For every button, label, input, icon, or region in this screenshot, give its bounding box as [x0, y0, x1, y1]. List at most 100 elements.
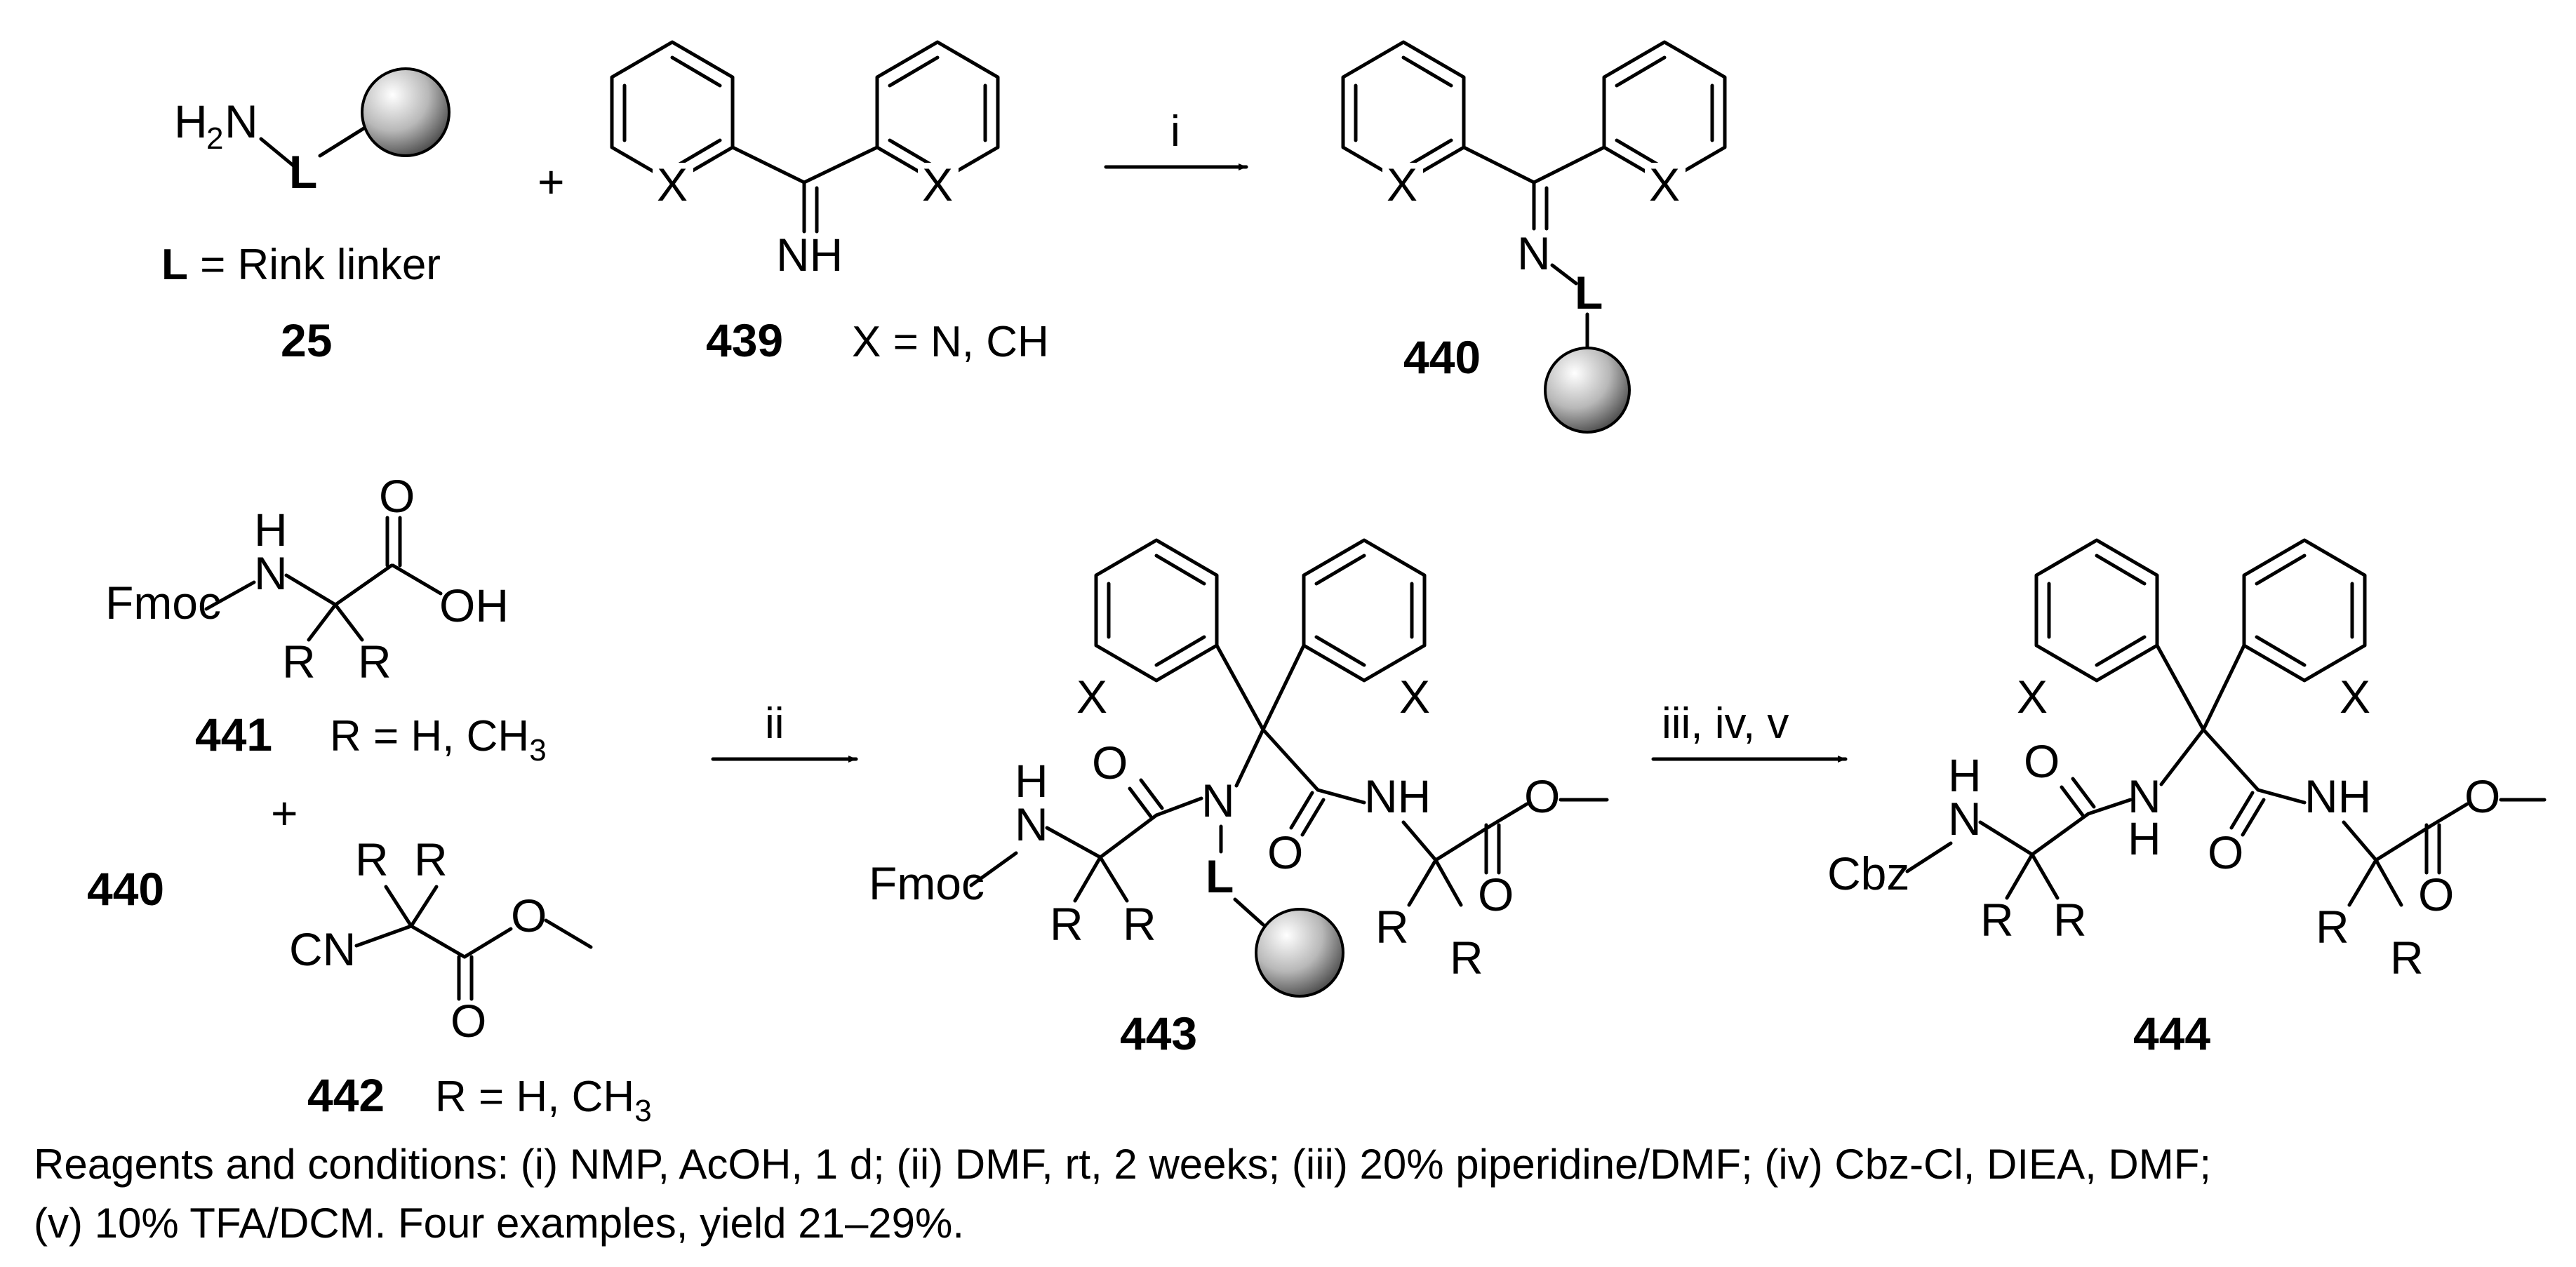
- aryl-ring-right-double-bonds: [1615, 55, 1714, 170]
- resin-bead-icon: [361, 67, 451, 157]
- alpha-substituent-bonds: [2005, 852, 2060, 900]
- resin-bead-icon: [1544, 347, 1631, 434]
- substituent-R: R: [1123, 898, 1156, 950]
- bond-n-linker: [1550, 263, 1578, 286]
- alpha2-substituent-bonds: [1407, 858, 1463, 907]
- quaternary-carbon-bonds: [2155, 643, 2246, 732]
- substituent-legend-442: R = H, CH3: [435, 1073, 652, 1128]
- substituent-R: R: [2053, 894, 2087, 946]
- imine-double-bond: [1532, 180, 1549, 231]
- bond-n-alpha: [1978, 820, 2034, 857]
- imine-double-bond: [802, 180, 819, 234]
- carbonyl-double-bond: [2060, 777, 2096, 817]
- diaryl-bonds: [1462, 145, 1606, 185]
- carbonyl2-O: O: [2208, 826, 2243, 878]
- compound-439: X X NH 439 X = N, CH: [610, 40, 1049, 366]
- aryl-ring-left-double-bonds: [622, 55, 722, 170]
- bond-nh-alpha: [2342, 820, 2378, 862]
- fmoc-label: Fmoc: [869, 857, 985, 909]
- bond-carbonyl2-nh: [1316, 788, 1366, 805]
- compound-444: X X Cbz H N R R O N H O NH R R O O 444: [1827, 538, 2547, 1059]
- ester-carbonyl-double-bond: [457, 955, 474, 1001]
- bond-linker-bead: [1233, 897, 1265, 927]
- amide-h: H: [1015, 755, 1048, 807]
- carbonyl-double-bond: [385, 516, 402, 568]
- bond-alpha2-ester: [1434, 823, 1494, 862]
- resin-bead-icon: [1255, 908, 1344, 998]
- substituent-legend-441: R = H, CH3: [330, 712, 547, 767]
- bond-n-linker: [259, 137, 295, 168]
- carbonyl2-double-bond: [2229, 791, 2266, 837]
- compound-number-25: 25: [281, 314, 332, 366]
- carbonyl-O: O: [1092, 737, 1128, 789]
- bond-cbz-n: [1905, 841, 1953, 873]
- compound-number-440-reagent: 440: [87, 863, 164, 915]
- ring-right-heteroatom-mask: [918, 163, 959, 206]
- aryl-ring-right-double-bonds: [1314, 554, 1414, 667]
- compound-440: X X N L 440: [1341, 40, 1727, 434]
- ring-left-heteroatom-mask: [1072, 675, 1113, 718]
- ring-left-X: X: [657, 159, 688, 210]
- substituent-R: R: [355, 833, 389, 885]
- diaryl-bonds: [730, 145, 879, 185]
- substituent-R: R: [414, 833, 448, 885]
- compound-number-440: 440: [1403, 331, 1481, 383]
- ring-left-X: X: [2017, 671, 2048, 723]
- amine-subscript: 2: [206, 121, 223, 156]
- bond-n-alpha: [284, 573, 338, 607]
- hydroxyl-OH: OH: [439, 579, 509, 631]
- ring-right-heteroatom-mask: [1395, 675, 1436, 718]
- linker-legend: L = Rink linker: [161, 241, 441, 289]
- ring-left-heteroatom-mask: [2013, 675, 2053, 718]
- compound-number-441: 441: [195, 709, 272, 760]
- substituent-legend-439: X = N, CH: [852, 318, 1049, 366]
- bond-fmoc-n: [969, 851, 1018, 887]
- amide-n2: N: [2128, 770, 2161, 822]
- bond-carbonyl-ester-o: [2430, 802, 2469, 827]
- amine-n: N: [254, 547, 288, 599]
- compound-441: Fmoc H N O OH R R 441 R = H, CH3: [105, 470, 547, 767]
- ester-carbonyl-double-bond: [1484, 823, 1501, 875]
- bond-carbonyl-ester-o: [1490, 802, 1529, 827]
- aryl-ring-right: [2242, 538, 2367, 683]
- aryl-ring-left-double-bonds: [1107, 554, 1206, 667]
- ester-carbonyl-O: O: [451, 995, 486, 1047]
- amide-n: N: [1015, 798, 1048, 850]
- bond-alpha-carbonyl: [409, 924, 467, 959]
- ring-left-X: X: [1076, 671, 1107, 723]
- ester-O: O: [1524, 770, 1560, 822]
- tertiary-amide-N: N: [1201, 775, 1235, 826]
- compound-443: X X Fmoc H N R R O N L O NH R R O O: [869, 538, 1609, 1059]
- bond-carbonyl-ester-o: [462, 927, 513, 959]
- imine-N: N: [1517, 227, 1551, 279]
- substituent-R: R: [358, 636, 392, 688]
- carbonyl-O: O: [379, 470, 415, 522]
- compound-number-439: 439: [706, 314, 783, 366]
- aryl-ring-left-double-bonds: [1354, 55, 1453, 170]
- compound-number-443: 443: [1120, 1007, 1197, 1059]
- plus-sign-2: +: [271, 787, 298, 839]
- amide-n: N: [1948, 793, 1982, 845]
- amide-h2: H: [2128, 812, 2161, 864]
- carbonyl2-double-bond: [1289, 791, 1326, 837]
- compound-number-444: 444: [2133, 1007, 2210, 1059]
- bond-alpha2-ester: [2374, 823, 2434, 862]
- ring-right-heteroatom-mask: [1645, 163, 1686, 206]
- arrow-label-ii: ii: [765, 699, 785, 748]
- alpha-substituent-bonds: [1073, 855, 1129, 903]
- bond-nh-alpha: [1401, 820, 1438, 862]
- aryl-ring-right: [1302, 538, 1427, 683]
- linker-L: L: [1575, 267, 1603, 319]
- bond-alpha-carbonyl: [2030, 812, 2090, 857]
- amine-n: N: [225, 95, 258, 147]
- compound-442: R R CN O O 442 R = H, CH3: [289, 833, 652, 1128]
- amide-NH: NH: [1364, 770, 1431, 822]
- plus-sign-1: +: [538, 156, 565, 208]
- amide-h: H: [1948, 749, 1982, 801]
- substituent-R: R: [1050, 898, 1083, 950]
- ester-carbonyl-O: O: [2418, 869, 2454, 920]
- amide-NH: NH: [2304, 770, 2371, 822]
- aryl-ring-left: [2034, 538, 2159, 683]
- bond-quaternary-carbonyl: [1261, 728, 1320, 792]
